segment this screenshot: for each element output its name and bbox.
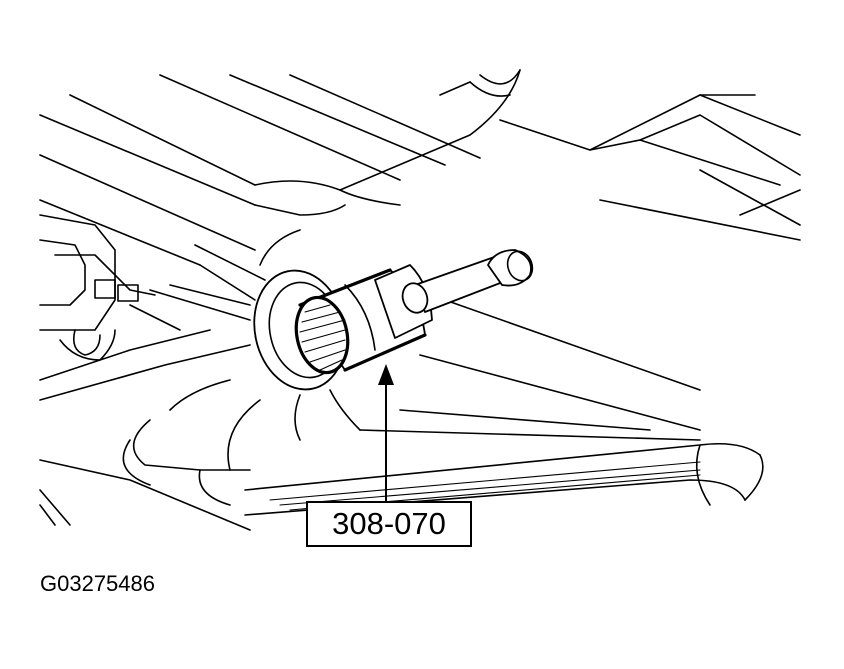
lower-case bbox=[122, 299, 764, 516]
figure-id: G03275486 bbox=[40, 571, 155, 596]
tool-308-070 bbox=[253, 249, 534, 391]
left-bracket bbox=[39, 214, 266, 531]
housing-lines bbox=[39, 69, 801, 266]
up-arrow-icon bbox=[378, 364, 394, 501]
tool-number-callout: 308-070 bbox=[306, 501, 472, 547]
